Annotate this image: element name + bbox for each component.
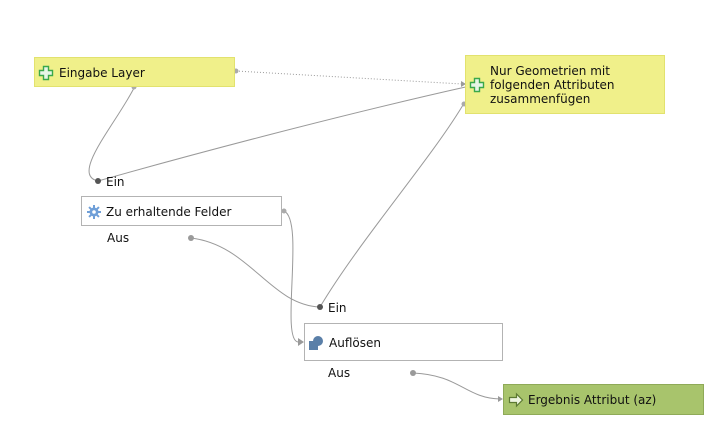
connector-geometrien-to-aufloesen xyxy=(319,104,464,308)
node-ergebnis-attribut[interactable]: Ergebnis Attribut (az) xyxy=(503,384,704,415)
node-aufloesen[interactable]: Auflösen xyxy=(304,323,503,361)
port-dot-felder-out[interactable] xyxy=(188,235,194,241)
connector-input-dependency xyxy=(235,70,463,85)
port-label-aufloesen-in: Ein xyxy=(328,301,347,315)
port-dot-aufloesen-in[interactable] xyxy=(317,304,323,310)
plus-icon xyxy=(38,65,54,81)
port-label-felder-out: Aus xyxy=(107,231,130,245)
gear-icon xyxy=(86,204,102,220)
port-dot-felder-in[interactable] xyxy=(95,178,101,184)
port-label-aufloesen-out: Aus xyxy=(328,366,351,380)
connector-geometrien-to-felder xyxy=(97,85,471,182)
port-label-felder-in: Ein xyxy=(106,175,125,189)
port-dot-felder-right[interactable] xyxy=(281,208,287,214)
arrowhead-geometrien xyxy=(461,81,466,87)
node-label-aufloesen: Auflösen xyxy=(329,336,381,350)
port-dot-aufloesen-out[interactable] xyxy=(410,370,416,376)
node-nur-geometrien[interactable]: Nur Geometrien mit folgenden Attributen … xyxy=(465,55,665,114)
plus-icon xyxy=(469,77,485,93)
dissolve-icon xyxy=(308,335,324,351)
connector-felder-aus-to-aufloesen xyxy=(190,237,321,308)
arrow-right-icon xyxy=(508,392,524,408)
connector-aufloesen-to-ergebnis xyxy=(412,372,501,400)
arrowhead-aufloesen xyxy=(298,338,304,346)
arrowhead-ergebnis xyxy=(498,396,503,402)
node-label-nur-geometrien: Nur Geometrien mit folgenden Attributen … xyxy=(490,64,615,106)
node-label-zu-erhaltende-felder: Zu erhaltende Felder xyxy=(106,205,232,219)
connector-eingabe-to-felder xyxy=(88,87,135,182)
connector-felder-to-aufloesen xyxy=(283,210,299,343)
node-label-eingabe-layer: Eingabe Layer xyxy=(59,66,145,80)
node-label-ergebnis-attribut: Ergebnis Attribut (az) xyxy=(528,393,657,407)
node-zu-erhaltende-felder[interactable]: Zu erhaltende Felder xyxy=(81,196,282,226)
node-eingabe-layer[interactable]: Eingabe Layer xyxy=(34,57,235,87)
